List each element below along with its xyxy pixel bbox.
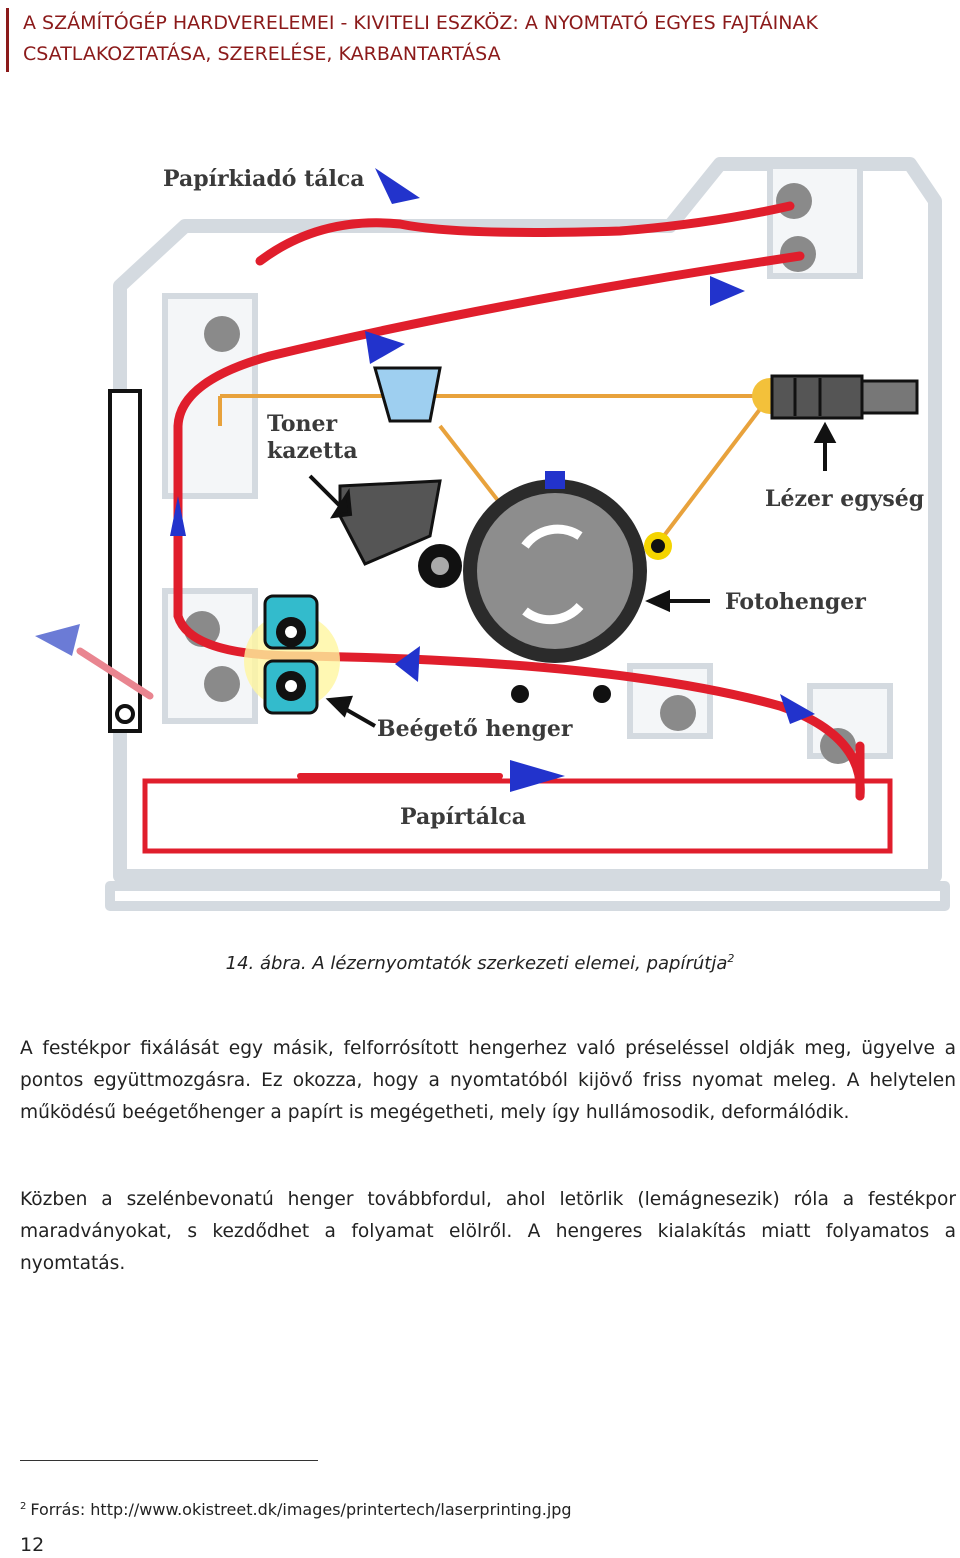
footnote-divider: [20, 1460, 318, 1461]
laser-printer-diagram: Papírkiadó tálca Toner kazetta Lézer egy…: [20, 96, 958, 934]
laser-beams: [218, 394, 772, 543]
footnote-marker: 2: [20, 1500, 27, 1512]
label-toner-line2: kazetta: [267, 438, 358, 464]
body-paragraph-1: A festékpor fixálását egy másik, felforr…: [20, 1038, 956, 1123]
fuser-rollers: [244, 594, 340, 715]
label-pointers: [308, 421, 837, 728]
figure-caption-footnote-ref: 2: [727, 952, 735, 965]
paper-path: [76, 201, 865, 801]
label-paper-tray: Papírtálca: [400, 804, 526, 830]
label-laser-unit: Lézer egység: [765, 486, 924, 512]
printer-diagram-svg: Papírkiadó tálca Toner kazetta Lézer egy…: [35, 157, 950, 911]
header-title-line1: A SZÁMÍTÓGÉP HARDVERELEMEI - KIVITELI ES…: [23, 12, 818, 34]
label-fuser: Beégető henger: [377, 716, 573, 742]
figure-caption-text: 14. ábra. A lézernyomtatók szerkezeti el…: [225, 953, 728, 974]
side-tray: [108, 389, 142, 733]
footnote-text: Forrás: http://www.okistreet.dk/images/p…: [30, 1500, 572, 1519]
header-title-line2: CSATLAKOZTATÁSA, SZERELÉSE, KARBANTARTÁS…: [23, 43, 501, 65]
label-output-tray: Papírkiadó tálca: [163, 166, 365, 192]
page-number: 12: [20, 1534, 45, 1556]
label-toner-line1: Toner: [267, 411, 338, 437]
figure-caption: 14. ábra. A lézernyomtatók szerkezeti el…: [0, 952, 960, 974]
page-header: A SZÁMÍTÓGÉP HARDVERELEMEI - KIVITELI ES…: [6, 8, 906, 72]
label-photo-drum: Fotohenger: [725, 589, 866, 615]
body-paragraph-2: Közben a szelénbevonatú henger továbbfor…: [20, 1189, 956, 1274]
path-arrows: [35, 168, 815, 792]
cleaning-cup: [373, 366, 442, 423]
photo-drum: [463, 471, 672, 703]
laser-unit: [752, 374, 919, 420]
toner-cartridge: [338, 479, 462, 588]
